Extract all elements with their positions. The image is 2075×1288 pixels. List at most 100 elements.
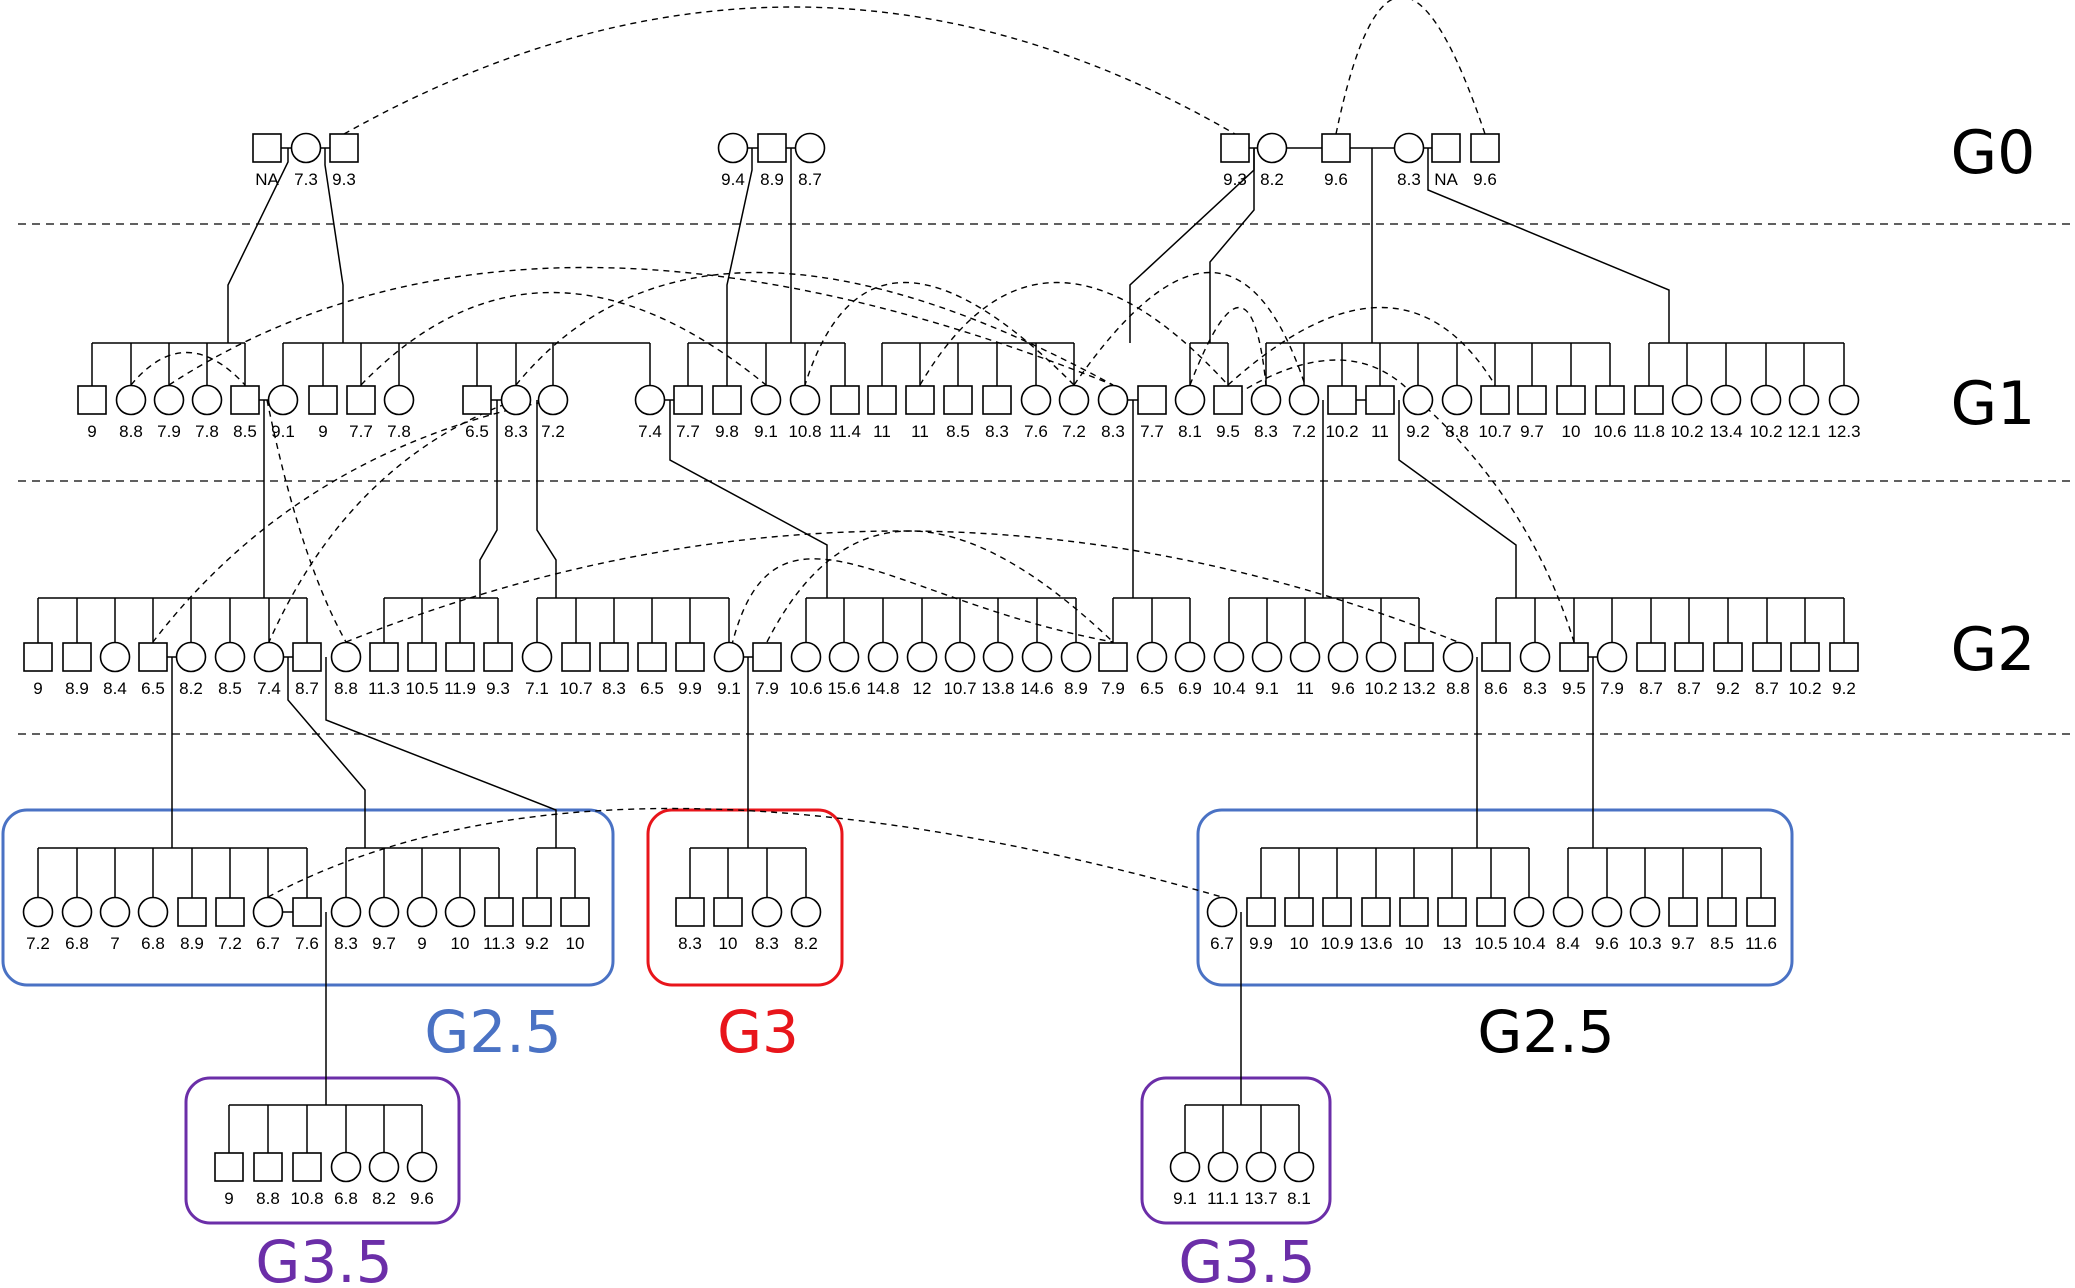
individual-value: 8.4 (103, 679, 127, 698)
parent-link (536, 400, 557, 598)
individual-value: 9.6 (410, 1189, 434, 1208)
individual-value: 9 (33, 679, 42, 698)
female-symbol (1136, 641, 1168, 673)
individual-value: 14.6 (1020, 679, 1053, 698)
parent-links (171, 148, 1670, 1105)
male-symbol (230, 385, 260, 415)
group-box-g3 (646, 808, 844, 987)
individual-value: 13.4 (1709, 422, 1742, 441)
individual-value: 13.2 (1402, 679, 1435, 698)
relationship-arc (919, 281, 1229, 386)
individual-value: 11 (911, 422, 929, 441)
individual-value: 9 (224, 1189, 233, 1208)
individual-value: 9.3 (1223, 170, 1247, 189)
male-symbol (1322, 897, 1352, 927)
relationship-arc (1073, 272, 1306, 386)
female-symbol (1213, 641, 1245, 673)
male-symbol (23, 642, 53, 672)
female-symbol (634, 384, 666, 416)
individual-value: 13.6 (1359, 934, 1392, 953)
group-box-g35-right (1140, 1076, 1332, 1225)
relationship-arc (1227, 359, 1419, 401)
female-symbol (1256, 132, 1288, 164)
male-symbol (1137, 385, 1167, 415)
male-symbol (673, 385, 703, 415)
individual-value: 10 (1405, 934, 1424, 953)
individual-value: 8.2 (794, 934, 818, 953)
male-symbol (462, 385, 492, 415)
female-symbol (1441, 384, 1473, 416)
female-symbol (500, 384, 532, 416)
individual-value: 11 (1371, 422, 1389, 441)
individual-value: 7.4 (638, 422, 662, 441)
individual-value: 13 (1443, 934, 1462, 953)
individual-value: 7.7 (1140, 422, 1164, 441)
female-symbol (330, 1151, 362, 1183)
male-symbol (561, 642, 591, 672)
male-symbol (1437, 897, 1467, 927)
male-symbol (1476, 897, 1506, 927)
female-symbol (944, 641, 976, 673)
individual-value: 9.6 (1473, 170, 1497, 189)
male-symbol (1213, 385, 1243, 415)
group-labels: G2.5 G3 G2.5 G3.5 G3.5 (255, 998, 1614, 1288)
female-symbol (1788, 384, 1820, 416)
male-symbol (1480, 385, 1510, 415)
male-symbol (1636, 642, 1666, 672)
female-symbol (22, 896, 54, 928)
male-symbol (905, 385, 935, 415)
individual-value: 6.8 (141, 934, 165, 953)
individual-value: 11 (873, 422, 891, 441)
individual-value: 8.8 (119, 422, 143, 441)
individual-value: 9.1 (717, 679, 741, 698)
gen-label-g0: G0 (1951, 118, 2036, 188)
individual-value: 8.3 (678, 934, 702, 953)
individual-value: 10.2 (1325, 422, 1358, 441)
individual-value: 7.1 (525, 679, 549, 698)
individual-value: 7.7 (676, 422, 700, 441)
individual-value: 8.3 (504, 422, 528, 441)
group-box-g25-left (1, 808, 615, 987)
female-symbol (99, 641, 131, 673)
individual-value: 9.6 (1595, 934, 1619, 953)
individual-value: 6.8 (65, 934, 89, 953)
female-symbol (1207, 1151, 1239, 1183)
individual-value: 9.5 (1562, 679, 1586, 698)
individual-value: 9 (417, 934, 426, 953)
male-symbol (308, 385, 338, 415)
male-symbol (1517, 385, 1547, 415)
female-symbol (750, 384, 782, 416)
individual-value: 9.1 (1173, 1189, 1197, 1208)
male-symbol (369, 642, 399, 672)
individual-value: 6.5 (465, 422, 489, 441)
female-symbol (1513, 896, 1545, 928)
individual-value: 7.8 (195, 422, 219, 441)
individual-value: 7.4 (257, 679, 281, 698)
male-symbol (522, 897, 552, 927)
individual-value: 9.2 (1716, 679, 1740, 698)
relationship-arc (515, 271, 1114, 386)
female-symbol (1828, 384, 1860, 416)
individual-value: 7.9 (1101, 679, 1125, 698)
individual-value: 11.8 (1633, 422, 1665, 441)
female-symbol (1596, 641, 1628, 673)
individual-value: 6.5 (141, 679, 165, 698)
parent-link (669, 400, 828, 598)
individual-value: 9.7 (1520, 422, 1544, 441)
female-symbol (1060, 641, 1092, 673)
male-symbol (1431, 133, 1461, 163)
individual-value: 7 (110, 934, 119, 953)
male-symbol (1829, 642, 1859, 672)
male-symbol (484, 897, 514, 927)
relationship-arc (728, 558, 1114, 658)
female-symbol (906, 641, 938, 673)
individual-value: 8.9 (760, 170, 784, 189)
female-symbol (214, 641, 246, 673)
relationship-arc (152, 399, 554, 643)
individual-value: 8.3 (1101, 422, 1125, 441)
individual-value: 11.6 (1745, 934, 1777, 953)
individual-value: 8.3 (755, 934, 779, 953)
individual-value: 10.8 (290, 1189, 323, 1208)
